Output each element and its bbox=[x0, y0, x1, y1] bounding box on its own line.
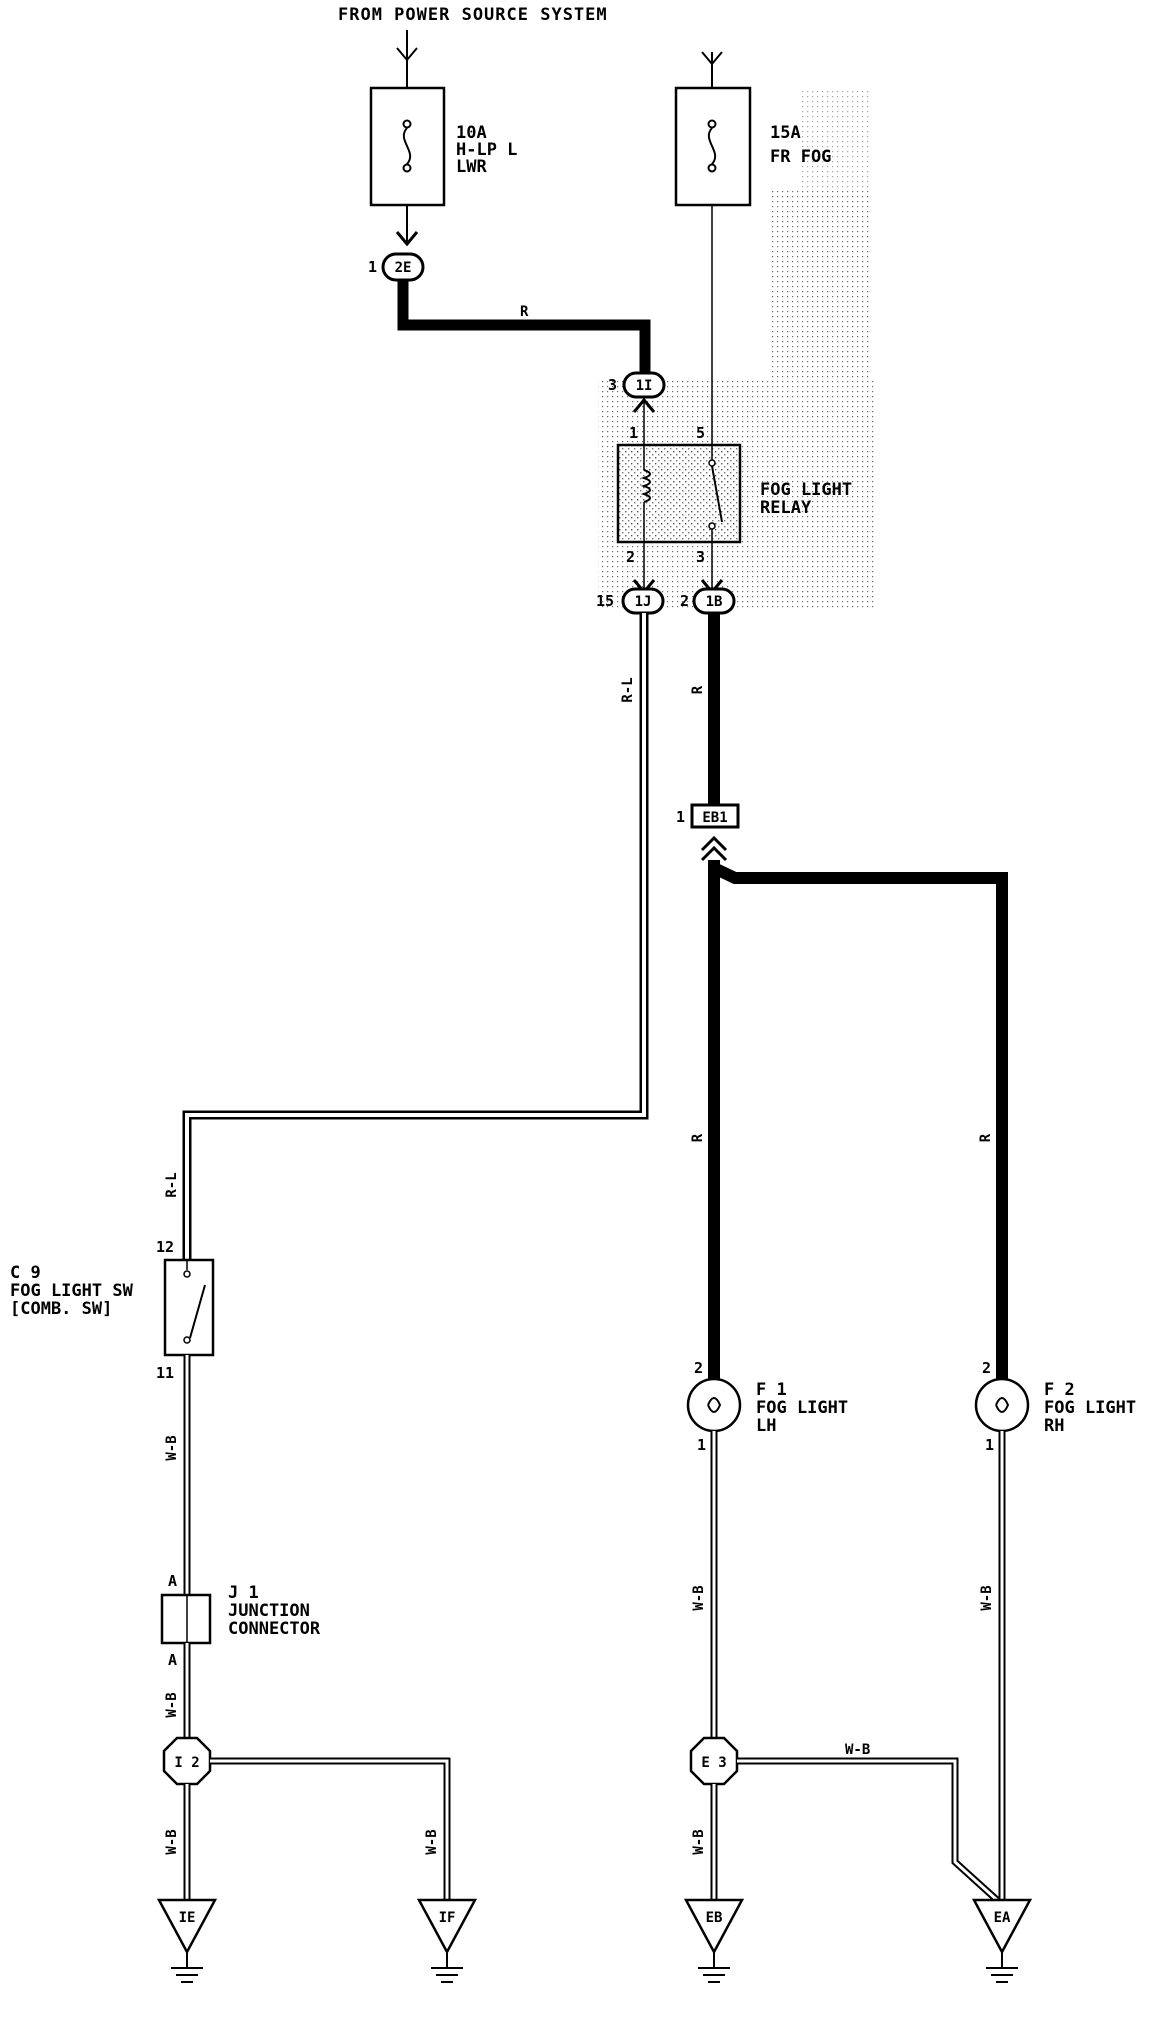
connector-1i: 1I bbox=[622, 371, 666, 399]
lamp-lh-pin-1: 1 bbox=[697, 1436, 706, 1454]
switch-name: FOG LIGHT SW bbox=[10, 1281, 134, 1301]
connector-2e: 2E bbox=[381, 252, 425, 282]
wire-wb-i2-if bbox=[210, 1757, 451, 1900]
junction-name2: CONNECTOR bbox=[228, 1619, 321, 1639]
connector-e3: E 3 bbox=[689, 1736, 739, 1786]
wire-label-r-rh: R bbox=[978, 1133, 994, 1142]
pin-eb1: 1 bbox=[676, 808, 685, 826]
wire-label-r-1: R bbox=[520, 304, 529, 320]
power-source-label: FROM POWER SOURCE SYSTEM bbox=[338, 5, 608, 25]
lamp-rh-name2: RH bbox=[1044, 1416, 1064, 1436]
wire-label-r-2: R bbox=[690, 685, 706, 694]
switch-id: C 9 bbox=[10, 1263, 41, 1283]
switch-name2: [COMB. SW] bbox=[10, 1299, 112, 1319]
lamp-lh-id: F 1 bbox=[756, 1380, 787, 1400]
lamp-rh-name: FOG LIGHT bbox=[1044, 1398, 1136, 1418]
wire-label-wb-6: W-B bbox=[979, 1585, 995, 1610]
junction-name: JUNCTION bbox=[228, 1601, 310, 1621]
svg-text:IE: IE bbox=[179, 1910, 196, 1926]
lamp-lh-name2: LH bbox=[756, 1416, 776, 1436]
ground-ie: IE bbox=[156, 1898, 218, 1983]
wire-label-rl-2: R-L bbox=[164, 1172, 180, 1197]
ground-eb: EB bbox=[683, 1898, 745, 1983]
connector-1j: 1J bbox=[621, 587, 665, 615]
junction-pin-a-bottom: A bbox=[168, 1651, 177, 1669]
svg-text:2E: 2E bbox=[395, 260, 412, 276]
fuse-hlp-name2: LWR bbox=[456, 157, 487, 177]
switch-pin-12: 12 bbox=[156, 1238, 174, 1256]
lamp-rh-id: F 2 bbox=[1044, 1380, 1075, 1400]
arrow-up-icon bbox=[700, 845, 728, 862]
wire-r-1 bbox=[397, 280, 651, 378]
lamp-lh-pin-2: 2 bbox=[694, 1359, 703, 1377]
pin-1b: 2 bbox=[680, 592, 689, 610]
relay-pin-2: 2 bbox=[626, 548, 635, 566]
fog-light-relay bbox=[616, 443, 742, 544]
arrow-up-icon bbox=[700, 835, 728, 852]
svg-text:EB1: EB1 bbox=[702, 810, 727, 826]
junction-pin-a-top: A bbox=[168, 1572, 177, 1590]
fog-light-rh bbox=[974, 1377, 1030, 1433]
pin-1i: 3 bbox=[608, 376, 617, 394]
wire-label-wb-1: W-B bbox=[164, 1435, 180, 1460]
wire-label-r-lh: R bbox=[690, 1133, 706, 1142]
relay-pin-1: 1 bbox=[629, 424, 638, 442]
relay-pin-5: 5 bbox=[696, 424, 705, 442]
wire-label-wb-5: W-B bbox=[691, 1585, 707, 1610]
fog-light-switch bbox=[163, 1258, 215, 1357]
fuse-fog bbox=[674, 51, 752, 450]
fuse-hlp-name: H-LP L bbox=[456, 140, 517, 160]
relay-name2: RELAY bbox=[760, 498, 812, 518]
svg-text:1I: 1I bbox=[636, 378, 653, 394]
svg-text:1B: 1B bbox=[706, 594, 723, 610]
ground-ea: EA bbox=[971, 1898, 1033, 1983]
wire-wb-e3-ea bbox=[737, 1757, 1000, 1903]
svg-text:1J: 1J bbox=[635, 594, 652, 610]
fog-light-lh bbox=[686, 1377, 742, 1433]
wire-label-wb-2: W-B bbox=[164, 1692, 180, 1717]
junction-id: J 1 bbox=[228, 1583, 259, 1603]
lamp-rh-pin-2: 2 bbox=[982, 1359, 991, 1377]
switch-pin-11: 11 bbox=[156, 1364, 174, 1382]
relay-pin-3: 3 bbox=[696, 548, 705, 566]
svg-text:EB: EB bbox=[706, 1910, 723, 1926]
fuse-hlp-rating: 10A bbox=[456, 123, 487, 143]
arrow-down-icon bbox=[701, 51, 723, 66]
ground-if: IF bbox=[416, 1898, 478, 1983]
relay-name: FOG LIGHT bbox=[760, 480, 852, 500]
wire-label-wb-7: W-B bbox=[845, 1742, 870, 1758]
fuse-fog-rating: 15A bbox=[770, 123, 801, 143]
lamp-lh-name: FOG LIGHT bbox=[756, 1398, 848, 1418]
connector-eb1: EB1 bbox=[690, 803, 740, 829]
wire-r-rh bbox=[711, 862, 1008, 1380]
connector-1b: 1B bbox=[692, 587, 736, 615]
svg-text:IF: IF bbox=[439, 1910, 456, 1926]
wire-label-rl-1: R-L bbox=[620, 677, 636, 702]
wire-label-wb-3: W-B bbox=[164, 1829, 180, 1854]
wire-label-wb-4: W-B bbox=[424, 1829, 440, 1854]
pin-1j: 15 bbox=[596, 592, 614, 610]
svg-text:EA: EA bbox=[994, 1910, 1011, 1926]
connector-i2: I 2 bbox=[162, 1736, 212, 1786]
wire-label-wb-8: W-B bbox=[691, 1829, 707, 1854]
fuse-fog-name: FR FOG bbox=[770, 147, 831, 167]
svg-text:I 2: I 2 bbox=[174, 1755, 199, 1771]
svg-text:E 3: E 3 bbox=[701, 1755, 726, 1771]
wire-rl bbox=[182, 613, 649, 1260]
arrow-down-icon bbox=[396, 47, 418, 62]
junction-connector bbox=[160, 1593, 212, 1645]
lamp-rh-pin-1: 1 bbox=[985, 1436, 994, 1454]
pin-2e: 1 bbox=[368, 258, 377, 276]
fuse-hlp bbox=[369, 30, 446, 247]
